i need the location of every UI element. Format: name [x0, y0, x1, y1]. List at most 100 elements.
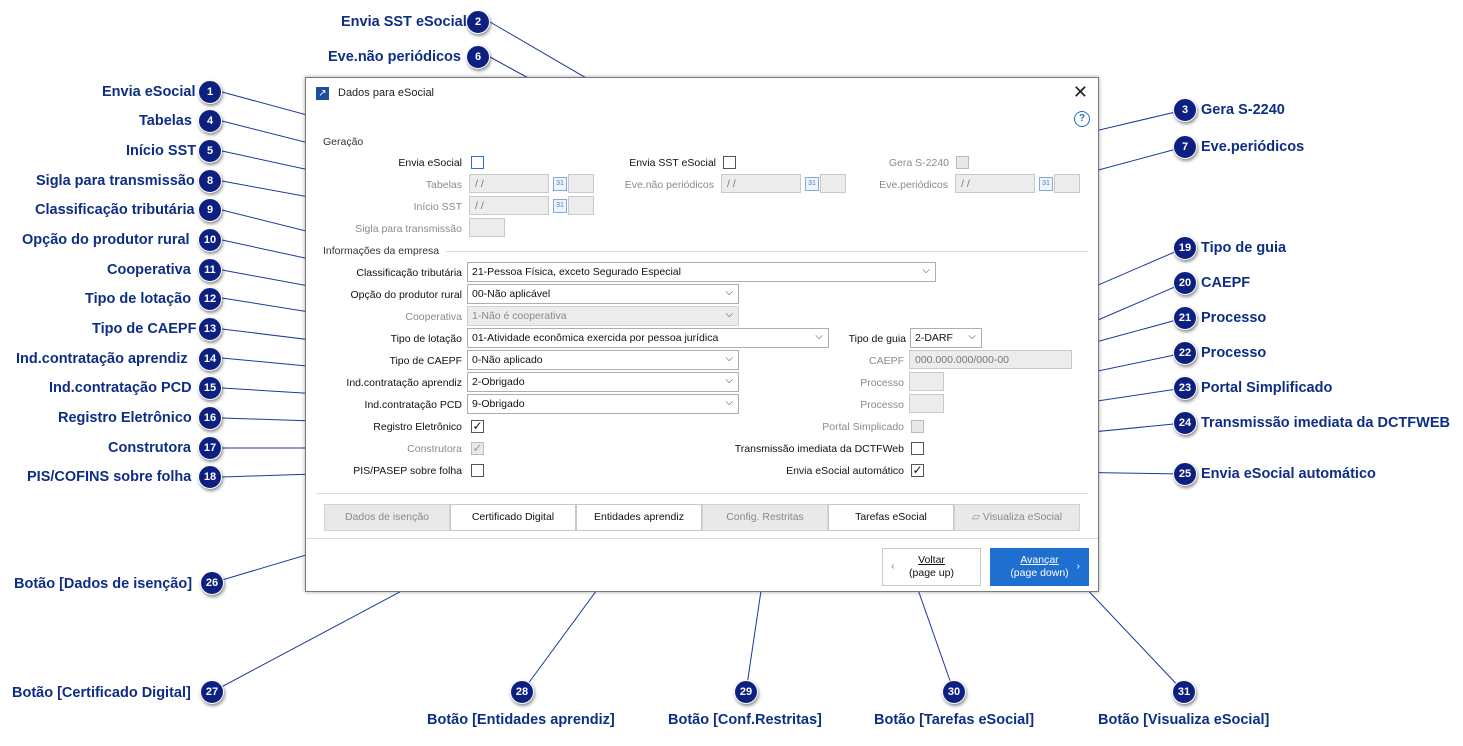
- pis-pasep-checkbox[interactable]: [471, 464, 484, 477]
- tipo-caepf-select[interactable]: 0-Não aplicado ⌵: [467, 350, 739, 370]
- annotation-label: Sigla para transmissão: [36, 173, 195, 189]
- visualiza-esocial-label: Visualiza eSocial: [982, 511, 1063, 523]
- eve-nao-periodicos-date-input[interactable]: / /: [721, 174, 801, 193]
- avancar-button[interactable]: Avançar (page down) ›: [990, 548, 1089, 586]
- registro-eletronico-checkbox[interactable]: ✓: [471, 419, 484, 433]
- caepf-label: CAEPF: [868, 355, 904, 367]
- eve-periodicos-extra-input[interactable]: [1054, 174, 1080, 193]
- annotation-label: Botão [Conf.Restritas]: [668, 712, 822, 728]
- eve-periodicos-label: Eve.periódicos: [879, 179, 948, 191]
- calendar-icon[interactable]: 31: [553, 199, 567, 213]
- opcao-produtor-label: Opção do produtor rural: [350, 289, 462, 301]
- gera-s2240-checkbox[interactable]: [956, 156, 969, 169]
- eve-periodicos-date-input[interactable]: / /: [955, 174, 1035, 193]
- annotation-badge: 1: [198, 80, 222, 104]
- calendar-icon[interactable]: 31: [553, 177, 567, 191]
- annotation-badge: 28: [510, 680, 534, 704]
- classificacao-tributaria-label: Classificação tributária: [356, 267, 462, 279]
- annotation-badge: 4: [198, 109, 222, 133]
- entidades-aprendiz-button[interactable]: Entidades aprendiz: [576, 504, 702, 531]
- annotation-badge: 27: [200, 680, 224, 704]
- annotation-label: Tipo de guia: [1201, 240, 1287, 256]
- tipo-caepf-value: 0-Não aplicado: [472, 354, 543, 366]
- annotation-label: Botão [Dados de isenção]: [14, 576, 193, 592]
- inicio-sst-label: Início SST: [413, 201, 462, 213]
- tipo-guia-value: 2-DARF: [915, 332, 953, 344]
- section-divider: [446, 251, 1088, 252]
- tipo-lotacao-label: Tipo de lotação: [390, 333, 462, 345]
- annotation-badge: 23: [1173, 376, 1197, 400]
- chevron-down-icon: ⌵: [725, 287, 733, 298]
- sigla-input[interactable]: [469, 218, 505, 237]
- envia-esocial-checkbox[interactable]: [471, 156, 484, 169]
- gera-s2240-label: Gera S-2240: [888, 157, 949, 169]
- help-icon[interactable]: ?: [1074, 111, 1090, 127]
- annotation-badge: 9: [198, 198, 222, 222]
- classificacao-tributaria-select[interactable]: 21-Pessoa Física, exceto Segurado Especi…: [467, 262, 936, 282]
- annotation-badge: 7: [1173, 135, 1197, 159]
- chevron-down-icon: ⌵: [725, 353, 733, 364]
- visualiza-esocial-button[interactable]: ▱ Visualiza eSocial: [954, 504, 1080, 531]
- processo-input-1[interactable]: [909, 372, 944, 391]
- construtora-label: Construtora: [407, 443, 462, 455]
- caepf-input[interactable]: 000.000.000/000-00: [909, 350, 1072, 369]
- opcao-produtor-select[interactable]: 00-Não aplicável⌵: [467, 284, 739, 304]
- transmissao-dctfweb-checkbox[interactable]: [911, 442, 924, 455]
- eve-nao-periodicos-extra-input[interactable]: [820, 174, 846, 193]
- voltar-button[interactable]: ‹ Voltar (page up): [882, 548, 981, 586]
- annotation-label: Envia eSocial: [102, 84, 196, 100]
- envia-automatico-checkbox[interactable]: ✓: [911, 463, 924, 477]
- annotation-badge: 31: [1172, 680, 1196, 704]
- chevron-down-icon: ⌵: [815, 331, 823, 342]
- tarefas-esocial-button[interactable]: Tarefas eSocial: [828, 504, 954, 531]
- annotation-label: Construtora: [108, 440, 191, 456]
- construtora-checkbox[interactable]: ✓: [471, 441, 484, 455]
- tipo-guia-select[interactable]: 2-DARF⌵: [910, 328, 982, 348]
- annotation-badge: 19: [1173, 236, 1197, 260]
- processo-label: Processo: [860, 399, 904, 411]
- chevron-down-icon: ⌵: [725, 309, 733, 320]
- tabelas-date-input[interactable]: / /: [469, 174, 549, 193]
- classificacao-tributaria-value: 21-Pessoa Física, exceto Segurado Especi…: [472, 266, 681, 278]
- tipo-lotacao-value: 01-Atividade econômica exercida por pess…: [472, 332, 719, 344]
- annotation-label: CAEPF: [1201, 275, 1251, 291]
- sigla-label: Sigla para transmissão: [355, 223, 462, 235]
- tabelas-extra-input[interactable]: [568, 174, 594, 193]
- processo-input-2[interactable]: [909, 394, 944, 413]
- calendar-icon[interactable]: 31: [805, 177, 819, 191]
- inicio-sst-date-input[interactable]: / /: [469, 196, 549, 215]
- config-restritas-button[interactable]: Config. Restritas: [702, 504, 828, 531]
- envia-sst-label: Envia SST eSocial: [629, 157, 716, 169]
- ind-aprendiz-select[interactable]: 2-Obrigado⌵: [467, 372, 739, 392]
- annotation-badge: 29: [734, 680, 758, 704]
- envia-sst-checkbox[interactable]: [723, 156, 736, 169]
- annotation-badge: 22: [1173, 341, 1197, 365]
- chevron-down-icon: ⌵: [725, 375, 733, 386]
- calendar-icon[interactable]: 31: [1039, 177, 1053, 191]
- visualiza-icon: ▱: [971, 511, 983, 523]
- ind-pcd-select[interactable]: 9-Obrigado⌵: [467, 394, 739, 414]
- close-icon[interactable]: ✕: [1072, 82, 1088, 102]
- portal-simplificado-checkbox[interactable]: [911, 420, 924, 433]
- annotation-label: Envia SST eSocial: [341, 14, 467, 30]
- voltar-sublabel: (page up): [909, 567, 954, 579]
- cooperativa-select[interactable]: 1-Não é cooperativa⌵: [467, 306, 739, 326]
- annotation-badge: 25: [1173, 462, 1197, 486]
- app-icon: ↗: [316, 87, 329, 100]
- envia-esocial-label: Envia eSocial: [398, 157, 462, 169]
- certificado-digital-button[interactable]: Certificado Digital: [450, 504, 576, 531]
- annotation-label: Tipo de CAEPF: [92, 321, 197, 337]
- dados-isencao-button[interactable]: Dados de isenção: [324, 504, 450, 531]
- inicio-sst-extra-input[interactable]: [568, 196, 594, 215]
- annotation-badge: 24: [1173, 411, 1197, 435]
- registro-eletronico-label: Registro Eletrônico: [373, 421, 462, 433]
- annotation-label: Botão [Tarefas eSocial]: [874, 712, 1035, 728]
- annotation-label: Tipo de lotação: [85, 291, 192, 307]
- annotation-badge: 14: [198, 347, 222, 371]
- processo-label: Processo: [860, 377, 904, 389]
- annotation-label: Cooperativa: [107, 262, 191, 278]
- tipo-lotacao-select[interactable]: 01-Atividade econômica exercida por pess…: [467, 328, 829, 348]
- voltar-label: Voltar: [918, 554, 945, 566]
- annotation-badge: 3: [1173, 98, 1197, 122]
- title-bar: ↗ Dados para eSocial ✕: [306, 78, 1098, 108]
